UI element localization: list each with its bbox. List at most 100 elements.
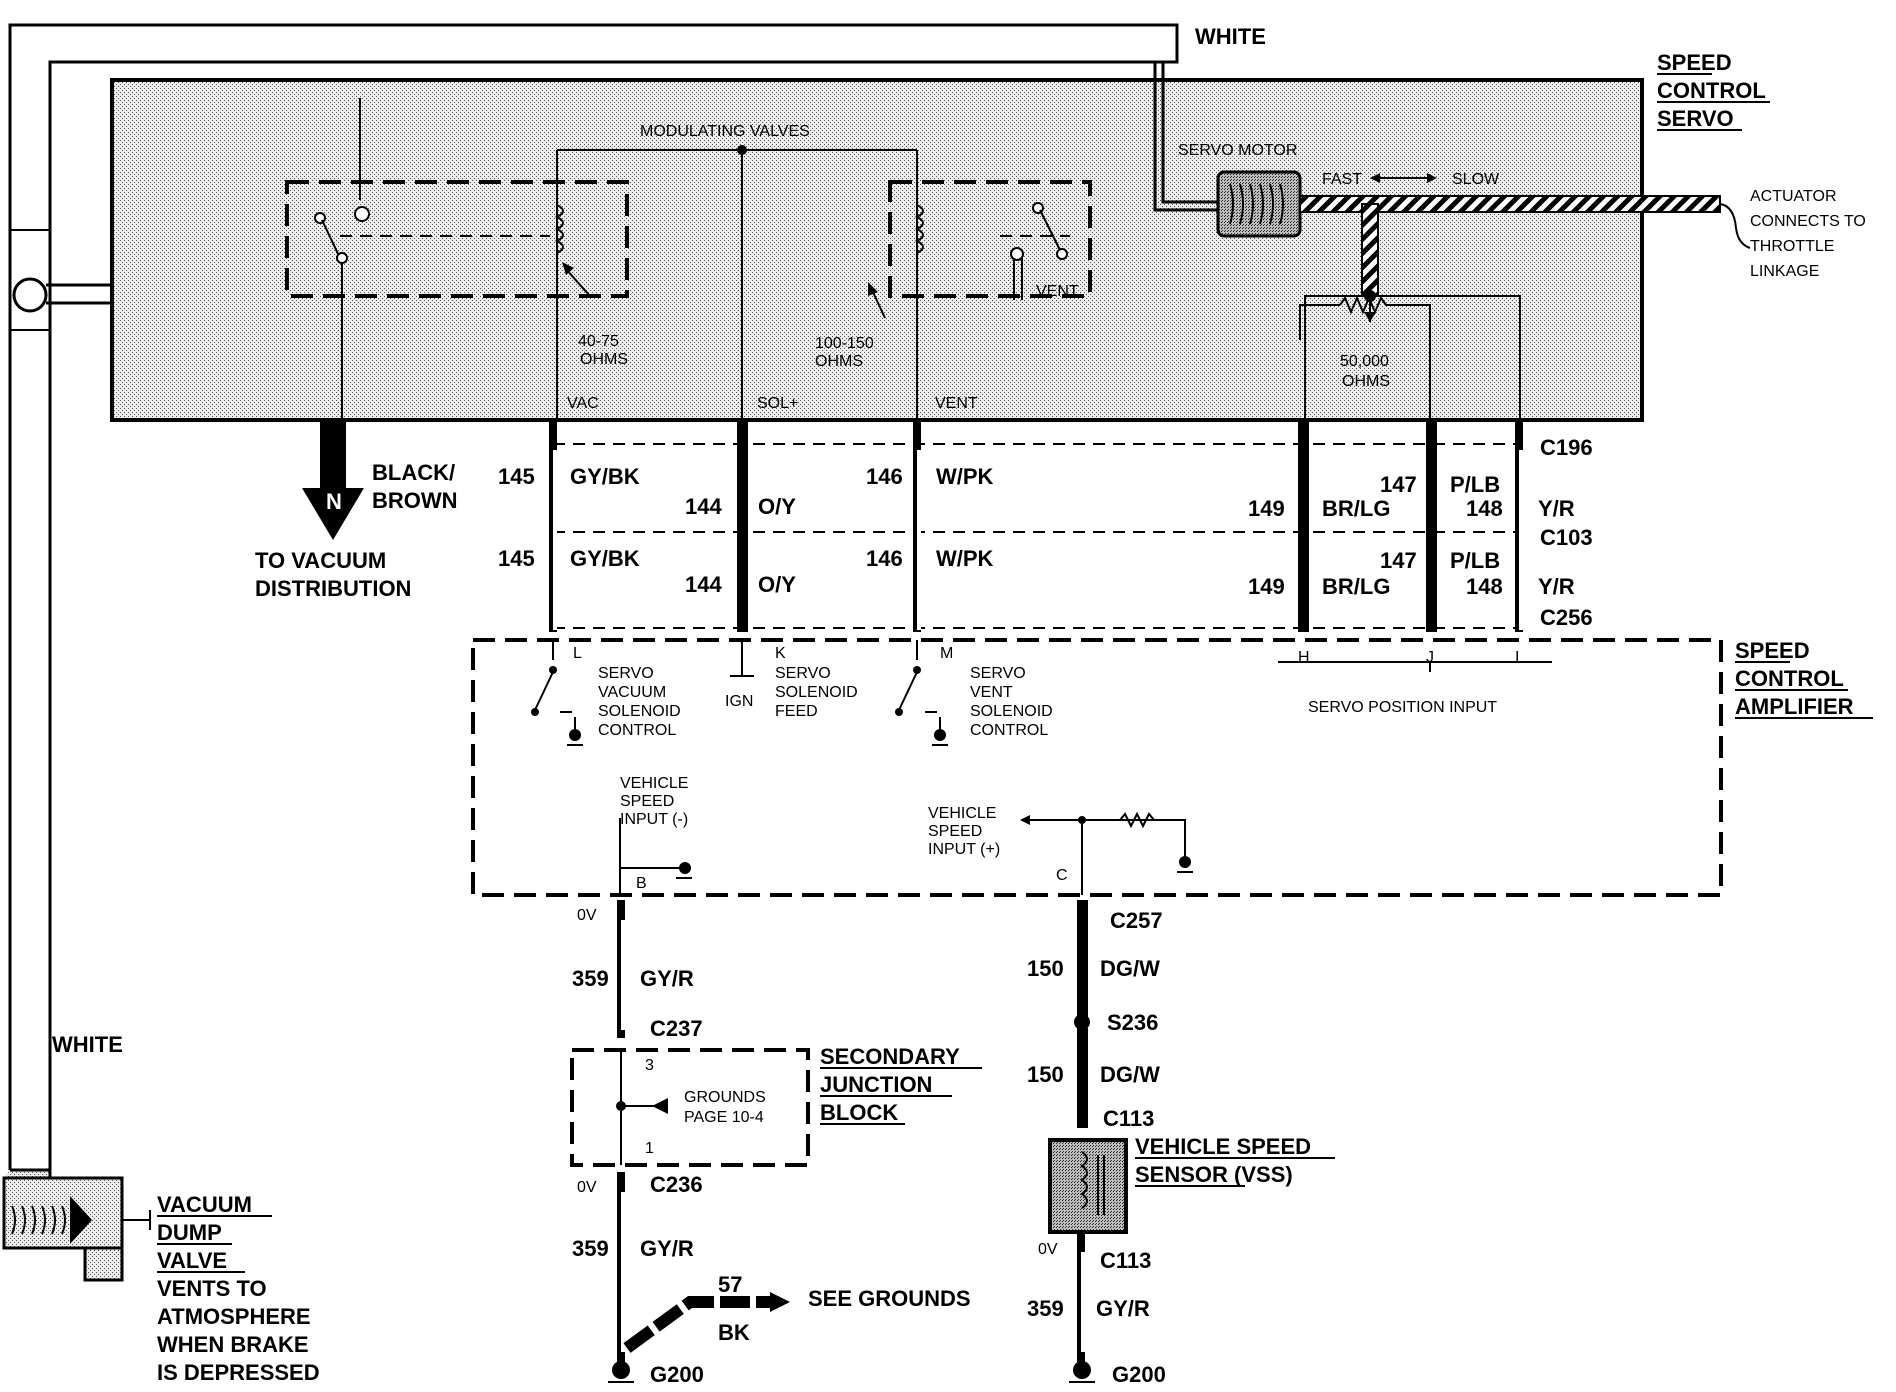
svg-text:VEHICLE: VEHICLE — [928, 805, 996, 822]
svg-text:ACTUATOR: ACTUATOR — [1750, 188, 1837, 205]
svg-text:IS DEPRESSED: IS DEPRESSED — [157, 1360, 320, 1385]
wire-148-color: Y/R — [1538, 496, 1575, 521]
vacuum-dump-valve-title: VACUUM DUMP VALVE — [157, 1192, 272, 1273]
svg-text:FEED: FEED — [775, 703, 818, 720]
connector-c113-2: C113 — [1100, 1248, 1151, 1273]
wire-150-num-2: 150 — [1027, 1062, 1064, 1087]
svg-text:VACUUM: VACUUM — [157, 1192, 252, 1217]
wire-359-color: GY/R — [640, 966, 694, 991]
wire-149-color: BR/LG — [1322, 496, 1390, 521]
svg-text:SOLENOID: SOLENOID — [775, 684, 858, 701]
vacuum-distribution-arrow — [302, 420, 364, 540]
wire-57-num: 57 — [718, 1272, 742, 1297]
black-brown-label-2: BROWN — [372, 488, 458, 513]
vehicle-speed-sensor-box — [1048, 1138, 1128, 1234]
wire-359-color-2: GY/R — [640, 1236, 694, 1261]
voltage-0v-2: 0V — [577, 1179, 597, 1196]
grounds-label: GROUNDS — [684, 1089, 766, 1106]
pin-c: C — [1056, 867, 1068, 884]
wire-147-num-2: 147 — [1380, 548, 1417, 573]
svg-text:CONTROL: CONTROL — [1735, 666, 1844, 691]
wire-148-num-2: 148 — [1466, 574, 1503, 599]
wire-147-num: 147 — [1380, 472, 1417, 497]
wire-144-color: O/Y — [758, 494, 796, 519]
voltage-0v-3: 0V — [1038, 1241, 1058, 1258]
svg-text:JUNCTION: JUNCTION — [820, 1072, 932, 1097]
svg-text:LINKAGE: LINKAGE — [1750, 263, 1819, 280]
vacuum-dump-valve-note: VENTS TO ATMOSPHERE WHEN BRAKE IS DEPRES… — [157, 1276, 320, 1385]
amplifier-internal — [531, 640, 1552, 895]
svg-text:SERVO: SERVO — [970, 665, 1026, 682]
white-left-label: WHITE — [52, 1032, 123, 1057]
wire-146-num: 146 — [866, 464, 903, 489]
wire-147-color: P/LB — [1450, 472, 1500, 497]
ign-label: IGN — [725, 693, 753, 710]
pin-j: J — [1426, 649, 1434, 666]
grounds-page-label: PAGE 10-4 — [684, 1109, 764, 1126]
wire-359-lower — [608, 1172, 790, 1383]
ohms-50000: 50,000 — [1340, 353, 1389, 370]
vss-coil — [1080, 1151, 1105, 1215]
wire-145-color-2: GY/BK — [570, 546, 640, 571]
svg-text:SENSOR (VSS): SENSOR (VSS) — [1135, 1162, 1293, 1187]
ohms-100-150: 100-150 — [815, 335, 874, 352]
vss-title: VEHICLE SPEED SENSOR (VSS) — [1135, 1134, 1335, 1187]
connector-c113-1: C113 — [1103, 1106, 1154, 1131]
servo-motor-label: SERVO MOTOR — [1178, 142, 1297, 159]
slow-label: SLOW — [1452, 171, 1500, 188]
wire-149-num: 149 — [1248, 496, 1285, 521]
actuator-note: ACTUATOR CONNECTS TO THROTTLE LINKAGE — [1750, 188, 1866, 280]
svg-text:SPEED: SPEED — [1657, 50, 1732, 75]
connector-c257: C257 — [1110, 908, 1163, 933]
vent-inside-label: VENT — [1036, 283, 1079, 300]
ohms-40-75-unit: OHMS — [580, 351, 628, 368]
svg-text:SPEED: SPEED — [928, 823, 982, 840]
sjb-pin-3: 3 — [645, 1057, 654, 1074]
servo-motor — [1153, 62, 1751, 420]
pin-h: H — [1298, 649, 1310, 666]
pin-vent-label: VENT — [935, 395, 978, 412]
ground-g200-2: G200 — [1112, 1362, 1166, 1387]
svg-text:VEHICLE SPEED: VEHICLE SPEED — [1135, 1134, 1311, 1159]
modulating-valves-label: MODULATING VALVES — [640, 123, 810, 140]
svg-text:VENT: VENT — [970, 684, 1013, 701]
svg-text:VEHICLE: VEHICLE — [620, 775, 688, 792]
svg-text:VENTS TO: VENTS TO — [157, 1276, 267, 1301]
see-grounds-label: SEE GROUNDS — [808, 1286, 971, 1311]
wire-144-num-2: 144 — [685, 572, 722, 597]
wire-147-color-2: P/LB — [1450, 548, 1500, 573]
svg-text:ATMOSPHERE: ATMOSPHERE — [157, 1304, 311, 1329]
svg-text:WHEN BRAKE: WHEN BRAKE — [157, 1332, 309, 1357]
wire-359-vss — [1069, 1232, 1095, 1383]
svg-text:THROTTLE: THROTTLE — [1750, 238, 1834, 255]
vehicle-speed-input-minus-label: VEHICLE SPEED INPUT (-) — [620, 775, 688, 828]
wire-144-color-2: O/Y — [758, 572, 796, 597]
connector-c196: C196 — [1540, 435, 1593, 460]
wire-57-color: BK — [718, 1320, 750, 1345]
wire-150-color: DG/W — [1100, 956, 1160, 981]
connector-c256: C256 — [1540, 605, 1593, 630]
amplifier-title: SPEED CONTROL AMPLIFIER — [1735, 638, 1873, 719]
servo-position-input-label: SERVO POSITION INPUT — [1308, 699, 1497, 716]
pin-i: I — [1515, 649, 1519, 666]
svg-text:DUMP: DUMP — [157, 1220, 222, 1245]
wire-146-num-2: 146 — [866, 546, 903, 571]
black-brown-label: BLACK/ — [372, 460, 455, 485]
harness-wires — [549, 419, 1523, 632]
fast-label: FAST — [1322, 171, 1362, 188]
vacuum-dump-valve — [2, 1168, 151, 1282]
connector-c103: C103 — [1540, 525, 1593, 550]
svg-text:SERVO: SERVO — [775, 665, 831, 682]
ohms-40-75: 40-75 — [578, 333, 619, 350]
svg-text:SERVO: SERVO — [1657, 106, 1734, 131]
secondary-junction-block-box — [570, 1048, 810, 1167]
vehicle-speed-input-plus-label: VEHICLE SPEED INPUT (+) — [928, 805, 1000, 858]
servo-vacuum-solenoid-control-label: SERVO VACUUM SOLENOID CONTROL — [598, 665, 681, 739]
to-vacuum-label: TO VACUUM — [255, 548, 386, 573]
speed-control-servo-box — [110, 78, 1644, 422]
pin-sol-label: SOL+ — [757, 395, 798, 412]
sjb-pin-1: 1 — [645, 1140, 654, 1157]
svg-text:AMPLIFIER: AMPLIFIER — [1735, 694, 1854, 719]
wire-145-num-2: 145 — [498, 546, 535, 571]
